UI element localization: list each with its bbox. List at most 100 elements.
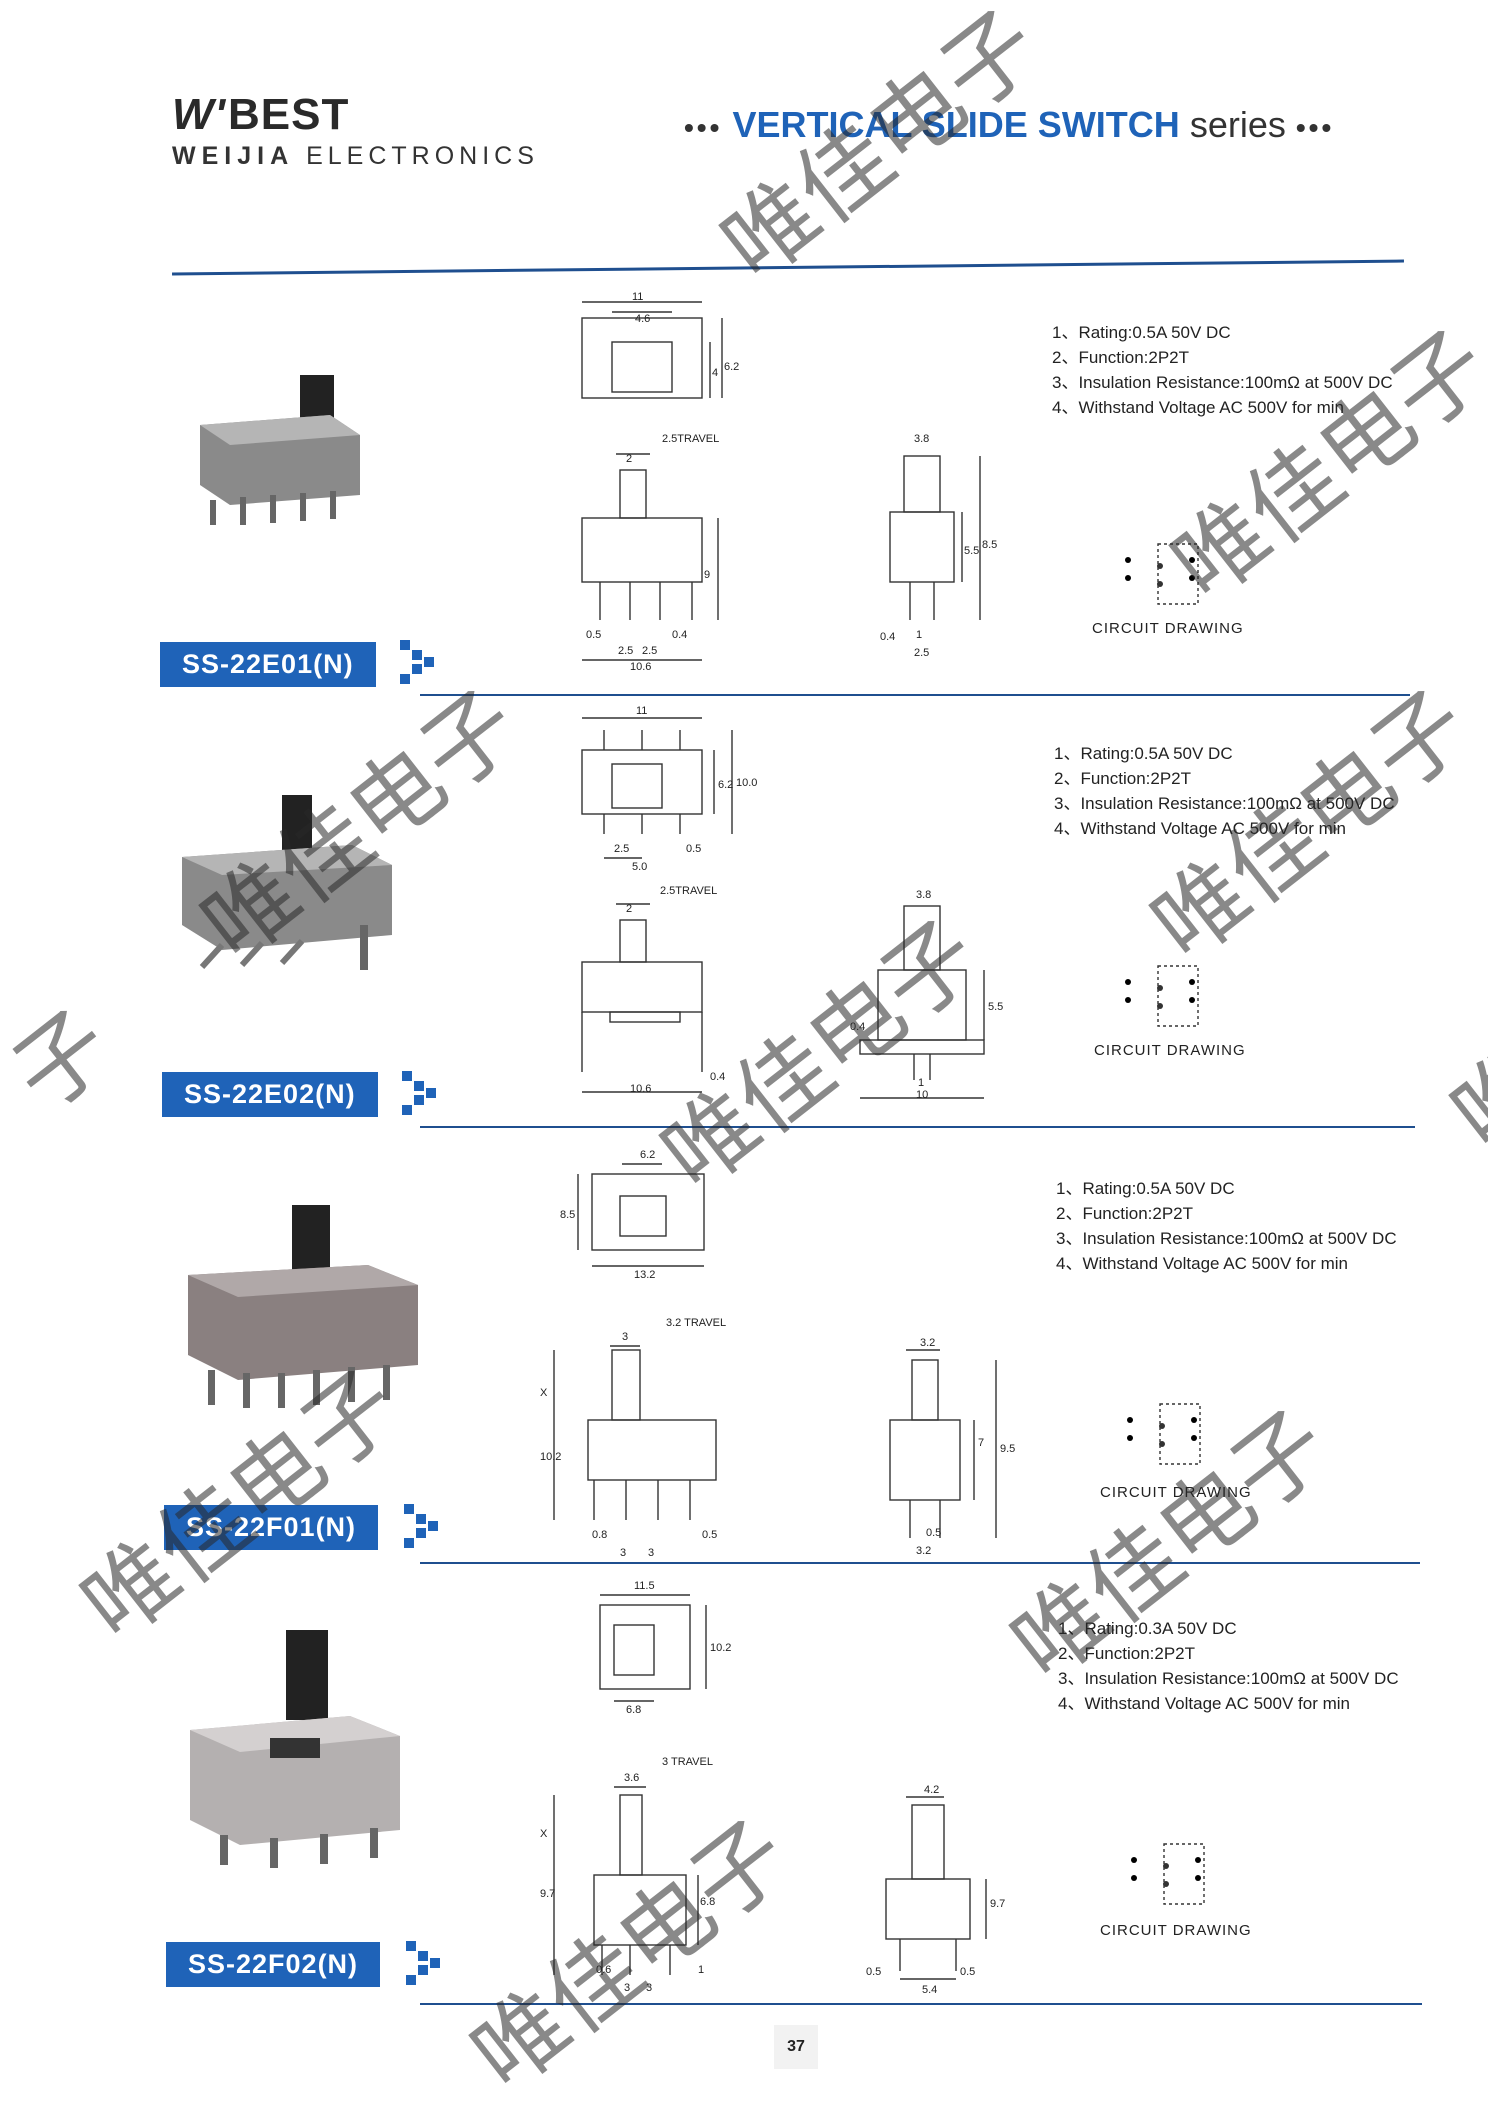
dim-side-pin-left: 0.5 — [866, 1966, 881, 1978]
dim-pin-right: 0.5 — [702, 1529, 717, 1541]
model-label: SS-22F02(N) — [166, 1942, 381, 1987]
spec-rating: 1、Rating:0.3A 50V DC — [1058, 1619, 1237, 1638]
badge-pixel-arrow-icon — [404, 1504, 438, 1548]
dim-top-slot: 6.2 — [640, 1149, 655, 1161]
spec-insulation: 3、Insulation Resistance:100mΩ at 500V DC — [1056, 1229, 1397, 1248]
dim-x: X — [540, 1828, 548, 1840]
dim-top-h2: 6.2 — [724, 361, 739, 373]
drawing-ss-22e02: 11 6.2 10.0 2.5 0.5 5.0 2.5TRAVEL 2 10.6… — [581, 705, 1003, 1101]
watermark-text: 唯 — [1432, 1029, 1488, 1171]
dim-pin-right: 0.4 — [672, 629, 687, 641]
circuit-symbol-ss-22f02 — [1131, 1843, 1205, 1905]
model-label: SS-22F01(N) — [164, 1505, 379, 1550]
circuit-label-ss-22f01: CIRCUIT DRAWING — [1100, 1484, 1252, 1501]
product-photo-ss-22f01 — [188, 1205, 418, 1415]
dim-travel: 3 TRAVEL — [662, 1756, 713, 1768]
circuit-symbol-ss-22e02 — [1125, 965, 1199, 1027]
dim-pitch-2: 3 — [648, 1547, 654, 1559]
dim-height: 9.7 — [540, 1888, 555, 1900]
title-series: series — [1189, 104, 1286, 145]
dim-side-base: 2.5 — [914, 647, 929, 659]
spec-insulation: 3、Insulation Resistance:100mΩ at 500V DC — [1052, 373, 1393, 392]
dim-side-h2: 8.5 — [982, 539, 997, 551]
spec-withstand: 4、Withstand Voltage AC 500V for min — [1054, 819, 1346, 838]
page-number: 37 — [787, 2038, 805, 2055]
dim-pitch-1: 3 — [620, 1547, 626, 1559]
dim-side-h1: 7 — [978, 1437, 984, 1449]
section-rule-4 — [420, 2003, 1422, 2005]
title-dots-right: ••• — [1295, 112, 1335, 143]
dim-top-w: 11.5 — [634, 1580, 655, 1592]
dim-top-slot: 4.6 — [635, 313, 650, 325]
dim-pitch: 2.5 — [614, 843, 629, 855]
dim-side-width: 3.2 — [920, 1337, 935, 1349]
spec-withstand: 4、Withstand Voltage AC 500V for min — [1056, 1254, 1348, 1273]
spec-rating: 1、Rating:0.5A 50V DC — [1056, 1179, 1235, 1198]
badge-pixel-arrow-icon — [406, 1941, 440, 1985]
title-dots-left: ••• — [684, 112, 723, 143]
spec-function: 2、Function:2P2T — [1058, 1644, 1196, 1663]
watermark-text: 子 — [0, 989, 132, 1131]
dim-side-base: 3.2 — [916, 1545, 931, 1557]
model-badge-ss-22e01: SS-22E01(N) — [160, 642, 376, 687]
dim-pin: 0.5 — [686, 843, 701, 855]
dim-side-pin-2: 1 — [918, 1077, 924, 1089]
badge-pixel-arrow-icon — [400, 640, 434, 684]
product-photo-ss-22f02 — [190, 1630, 410, 1870]
badge-pixel-arrow-icon — [402, 1071, 436, 1115]
logo-electronics: ELECTRONICS — [306, 142, 539, 170]
circuit-label-ss-22e01: CIRCUIT DRAWING — [1092, 620, 1244, 637]
dim-side-h2: 9.5 — [1000, 1443, 1015, 1455]
circuit-symbol-ss-22f01 — [1127, 1403, 1201, 1465]
watermark-text: 唯佳电子 — [702, 0, 1059, 301]
dim-side-pin: 0.4 — [850, 1021, 865, 1033]
dim-pin-left: 0.8 — [592, 1529, 607, 1541]
spec-rating: 1、Rating:0.5A 50V DC — [1052, 323, 1231, 342]
dim-pitch-2: 3 — [646, 1982, 652, 1994]
dim-side-width: 4.2 — [924, 1784, 939, 1796]
model-badge-ss-22e02: SS-22E02(N) — [162, 1072, 378, 1117]
dim-top-width: 11 — [636, 705, 647, 717]
dim-knob: 2 — [626, 903, 632, 915]
dim-side-width: 3.8 — [914, 433, 929, 445]
dim-top-h1: 4 — [712, 367, 718, 379]
dim-base: 10.6 — [630, 661, 651, 670]
logo-brand: BEST — [228, 90, 350, 139]
dim-knob: 3 — [622, 1331, 628, 1343]
dim-front-base: 10.6 — [630, 1083, 651, 1095]
dim-side-pin-right: 0.5 — [960, 1966, 975, 1978]
spec-function: 2、Function:2P2T — [1056, 1204, 1194, 1223]
dim-pin-left: 0.5 — [586, 629, 601, 641]
drawing-ss-22e01: 11 4.6 4 6.2 2.5TRAVEL 2 9 0.5 0.4 2.5 2… — [581, 291, 997, 670]
circuit-label-ss-22f02: CIRCUIT DRAWING — [1100, 1922, 1252, 1939]
dim-knob: 2 — [626, 453, 632, 465]
dim-side-pin: 0.5 — [926, 1527, 941, 1539]
model-badge-ss-22f02: SS-22F02(N) — [166, 1942, 381, 1987]
title-main: VERTICAL SLIDE SWITCH — [732, 104, 1180, 145]
dim-side-width: 3.8 — [916, 889, 931, 901]
dim-top-h2: 10.0 — [736, 777, 757, 789]
page-number-box: 37 — [774, 2025, 818, 2069]
company-logo: W'BEST WEIJIA ELECTRONICS — [172, 90, 539, 171]
dim-side-h1: 5.5 — [964, 545, 979, 557]
dim-side-h: 9.7 — [990, 1898, 1005, 1910]
spec-insulation: 3、Insulation Resistance:100mΩ at 500V DC — [1058, 1669, 1399, 1688]
dim-side-pin: 0.4 — [880, 631, 895, 643]
drawing-ss-22f01: 6.2 8.5 13.2 3.2 TRAVEL 3 X 10.2 0.8 0.5… — [540, 1149, 1015, 1559]
dim-side-base: 10 — [916, 1089, 928, 1101]
dim-inner: 6.8 — [700, 1896, 715, 1908]
dim-pitch-1: 3 — [624, 1982, 630, 1994]
drawing-ss-22f02: 11.5 10.2 6.8 3 TRAVEL 3.6 X 9.7 6.8 0.6… — [540, 1580, 1005, 1995]
spec-list-ss-22e02: 1、Rating:0.5A 50V DC 2、Function:2P2T 3、I… — [1054, 741, 1395, 841]
spec-function: 2、Function:2P2T — [1054, 769, 1192, 788]
dim-side-base: 5.4 — [922, 1984, 937, 1995]
spec-function: 2、Function:2P2T — [1052, 348, 1190, 367]
dim-top-h: 10.2 — [710, 1642, 731, 1654]
dim-top-h: 8.5 — [560, 1209, 575, 1221]
logo-vv-mark: W' — [172, 90, 226, 139]
spec-withstand: 4、Withstand Voltage AC 500V for min — [1058, 1694, 1350, 1713]
dim-base: 5.0 — [632, 861, 647, 873]
dim-pin-left: 0.6 — [596, 1964, 611, 1976]
dim-pitch-2: 2.5 — [642, 645, 657, 657]
dim-top-h1: 6.2 — [718, 779, 733, 791]
